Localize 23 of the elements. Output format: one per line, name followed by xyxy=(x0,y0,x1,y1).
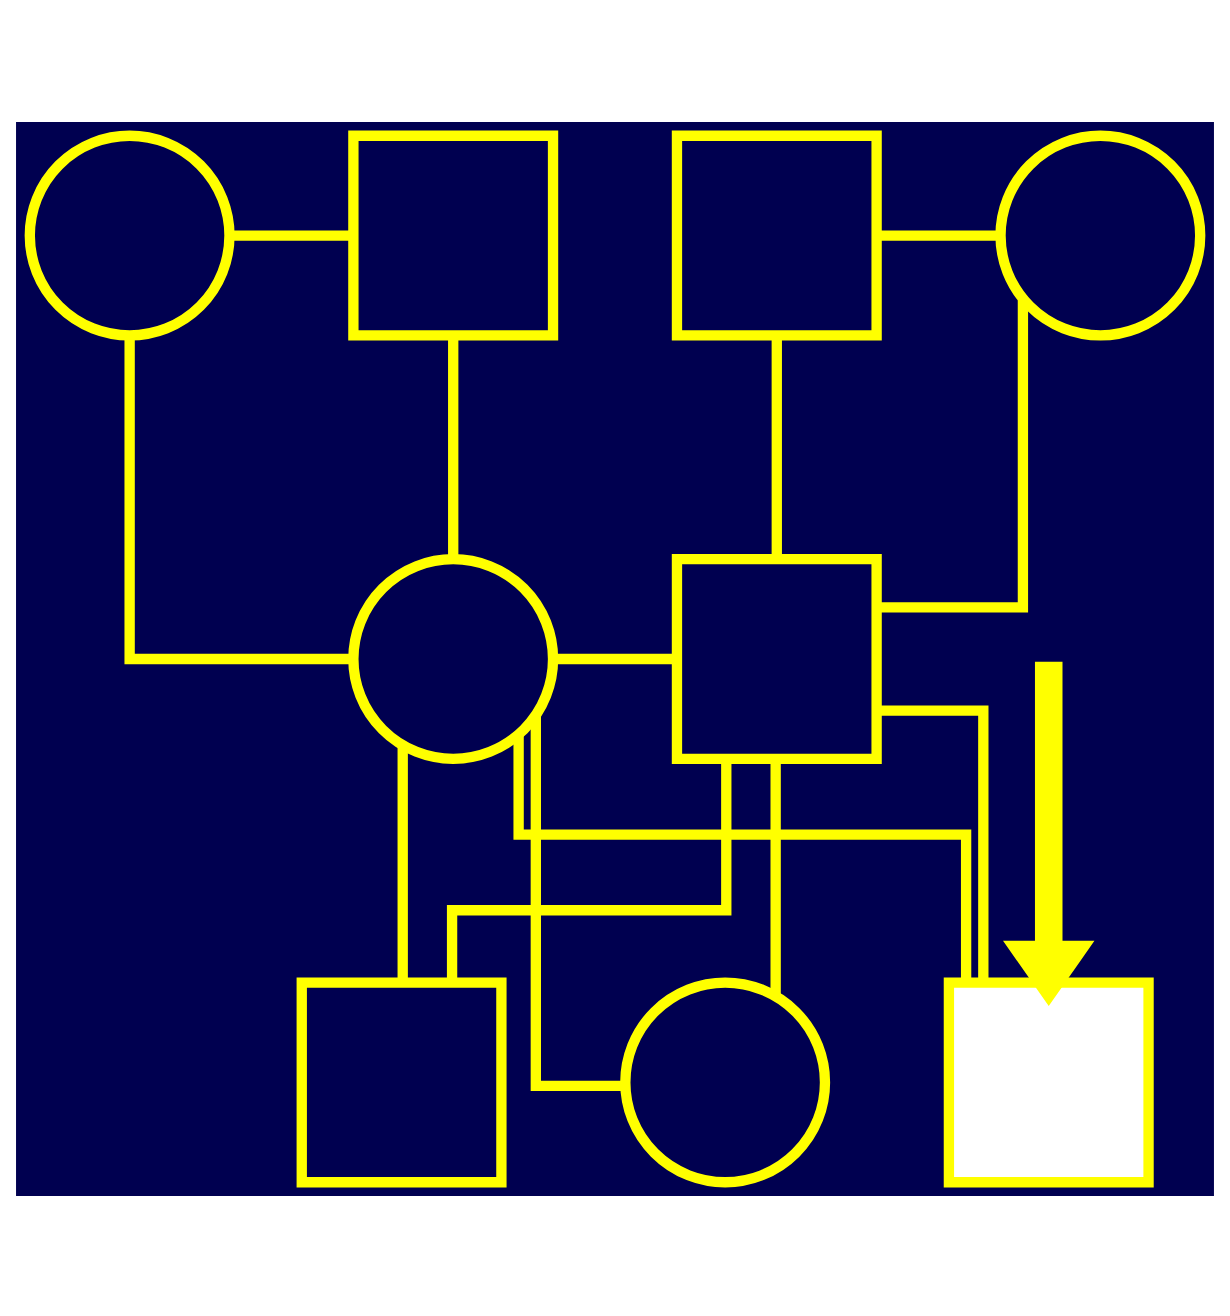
node-box xyxy=(943,976,1154,1187)
node-circle xyxy=(995,129,1206,340)
connector xyxy=(446,758,732,982)
connector xyxy=(770,758,781,995)
node-circle xyxy=(24,129,235,340)
arrow xyxy=(1003,660,1095,1006)
connector xyxy=(876,297,1029,612)
node-circle xyxy=(348,553,559,763)
node-box xyxy=(296,976,507,1187)
connector xyxy=(448,334,459,557)
connector xyxy=(230,229,353,240)
connector xyxy=(530,714,625,1090)
connector xyxy=(124,334,353,664)
connector xyxy=(513,733,972,981)
connector xyxy=(553,652,677,664)
node-box xyxy=(348,129,559,340)
connector xyxy=(877,229,1000,240)
node-box xyxy=(671,129,882,340)
node-circle xyxy=(620,976,831,1187)
connector xyxy=(397,744,408,982)
connector xyxy=(771,334,782,557)
connector xyxy=(877,704,989,981)
node-box xyxy=(671,553,882,763)
